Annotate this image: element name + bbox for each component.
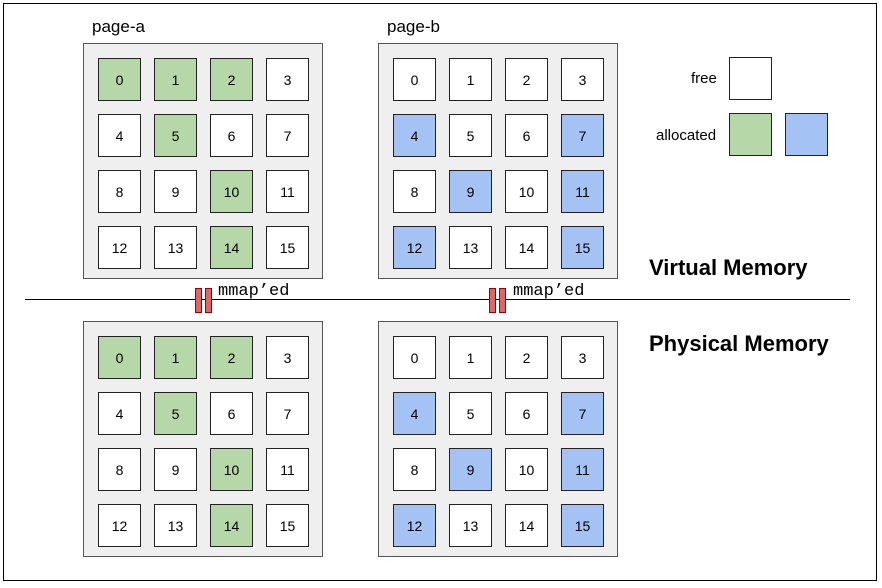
mmap-label-a: mmap’ed <box>218 282 290 301</box>
page-cell: 13 <box>154 226 197 269</box>
page-cell: 8 <box>393 170 436 213</box>
page-cell: 6 <box>210 114 253 157</box>
page-cell: 14 <box>505 504 548 547</box>
diagram-frame <box>3 3 877 581</box>
page-cell: 10 <box>210 170 253 213</box>
page-cell: 6 <box>210 392 253 435</box>
page-cell: 4 <box>98 114 141 157</box>
page-cell: 9 <box>154 170 197 213</box>
legend-allocated-label: allocated <box>656 127 717 144</box>
page-cell: 8 <box>98 170 141 213</box>
page-cell: 0 <box>98 58 141 101</box>
page-cell: 12 <box>393 226 436 269</box>
page-cell: 5 <box>154 392 197 435</box>
page-cell: 2 <box>505 58 548 101</box>
page-cell: 2 <box>210 58 253 101</box>
page-cell: 1 <box>449 58 492 101</box>
page-cell: 15 <box>266 226 309 269</box>
mmap-label-b: mmap’ed <box>513 282 585 301</box>
page-cell: 7 <box>561 392 604 435</box>
page-cell: 7 <box>266 392 309 435</box>
page-cell: 6 <box>505 392 548 435</box>
page-b-label: page-b <box>387 17 440 36</box>
page-cell: 1 <box>154 336 197 379</box>
page-cell: 5 <box>449 114 492 157</box>
page-cell: 4 <box>393 114 436 157</box>
page-cell: 15 <box>561 226 604 269</box>
page-cell: 4 <box>393 392 436 435</box>
memory-divider-line <box>25 299 850 300</box>
virtual-memory-title: Virtual Memory <box>649 255 808 280</box>
page-cell: 5 <box>154 114 197 157</box>
legend-free-swatch <box>729 57 772 100</box>
page-cell: 13 <box>449 226 492 269</box>
page-cell: 10 <box>505 448 548 491</box>
mmap-bar-left-b <box>489 288 496 313</box>
page-cell: 14 <box>505 226 548 269</box>
page-cell: 0 <box>393 336 436 379</box>
page-cell: 15 <box>561 504 604 547</box>
page-cell: 4 <box>98 392 141 435</box>
page-cell: 3 <box>561 58 604 101</box>
page-cell: 7 <box>561 114 604 157</box>
mmap-bar-right-b <box>499 288 506 313</box>
legend-free-label: free <box>691 70 717 87</box>
page-cell: 0 <box>393 58 436 101</box>
page-cell: 3 <box>561 336 604 379</box>
legend-allocated-swatch-b <box>785 113 828 156</box>
page-cell: 14 <box>210 504 253 547</box>
page-cell: 2 <box>505 336 548 379</box>
page-cell: 8 <box>393 448 436 491</box>
page-cell: 6 <box>505 114 548 157</box>
page-cell: 12 <box>393 504 436 547</box>
page-cell: 9 <box>154 448 197 491</box>
mmap-bar-left-a <box>195 288 202 313</box>
page-cell: 15 <box>266 504 309 547</box>
page-cell: 12 <box>98 226 141 269</box>
page-cell: 11 <box>561 448 604 491</box>
page-cell: 11 <box>266 170 309 213</box>
physical-memory-title: Physical Memory <box>649 331 829 356</box>
page-cell: 1 <box>154 58 197 101</box>
mmap-bar-right-a <box>205 288 212 313</box>
page-cell: 12 <box>98 504 141 547</box>
page-a-label: page-a <box>92 17 145 36</box>
page-cell: 13 <box>154 504 197 547</box>
page-cell: 9 <box>449 170 492 213</box>
page-cell: 13 <box>449 504 492 547</box>
page-cell: 11 <box>561 170 604 213</box>
page-cell: 10 <box>505 170 548 213</box>
page-cell: 2 <box>210 336 253 379</box>
page-cell: 3 <box>266 58 309 101</box>
page-cell: 3 <box>266 336 309 379</box>
page-cell: 14 <box>210 226 253 269</box>
page-cell: 0 <box>98 336 141 379</box>
page-cell: 8 <box>98 448 141 491</box>
legend-allocated-swatch-a <box>729 113 772 156</box>
page-cell: 9 <box>449 448 492 491</box>
page-cell: 7 <box>266 114 309 157</box>
page-cell: 5 <box>449 392 492 435</box>
page-cell: 11 <box>266 448 309 491</box>
page-cell: 10 <box>210 448 253 491</box>
page-cell: 1 <box>449 336 492 379</box>
